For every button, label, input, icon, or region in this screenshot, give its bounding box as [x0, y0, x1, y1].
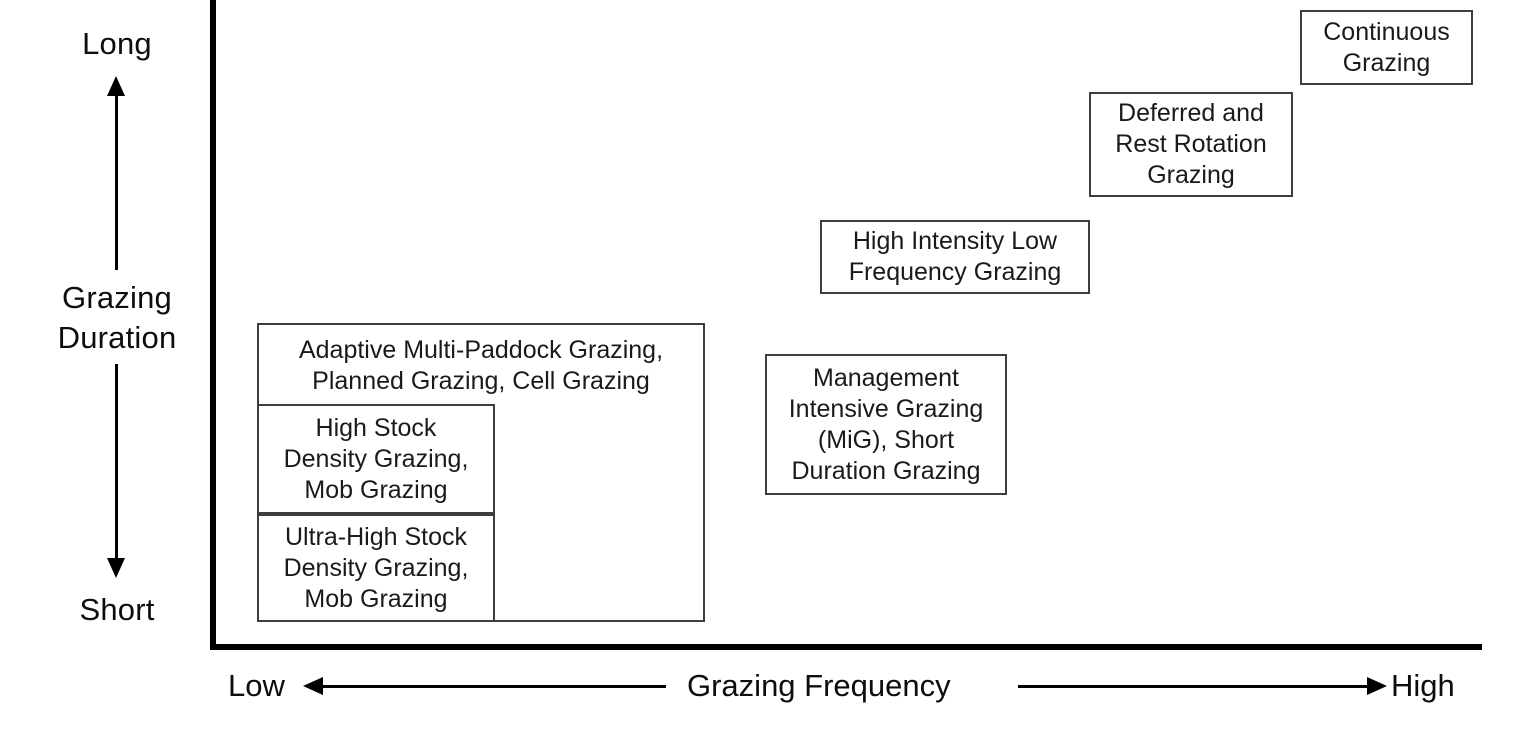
x-axis-title: Grazing Frequency [687, 668, 951, 703]
category-box-management-intensive-grazing: Management Intensive Grazing (MiG), Shor… [765, 354, 1007, 495]
category-box-continuous-grazing: Continuous Grazing [1300, 10, 1473, 85]
x-axis-left-label: Low [228, 668, 285, 703]
x-axis-right-label: High [1391, 668, 1455, 703]
x-axis-line [210, 644, 1482, 650]
category-box-ultra-high-stock-density-grazing: Ultra-High Stock Density Grazing, Mob Gr… [257, 514, 495, 622]
x-axis-left-arrow-head-icon [303, 677, 323, 695]
y-axis-down-arrow-head-icon [107, 558, 125, 578]
y-axis-up-arrow-head-icon [107, 76, 125, 96]
x-axis-left-arrow-shaft [320, 685, 666, 688]
y-axis-line [210, 0, 216, 650]
x-axis-right-arrow-head-icon [1367, 677, 1387, 695]
y-axis-top-label: Long [82, 26, 152, 61]
category-box-adaptive-multi-paddock-grazing: Adaptive Multi-Paddock Grazing, Planned … [257, 323, 705, 622]
y-axis-title: Grazing Duration [57, 280, 177, 355]
y-axis-bottom-label: Short [79, 592, 155, 627]
category-box-high-stock-density-grazing: High Stock Density Grazing, Mob Grazing [257, 404, 495, 514]
y-axis-up-arrow-shaft [115, 92, 118, 270]
y-axis-down-arrow-shaft [115, 364, 118, 560]
x-axis-right-arrow-shaft [1018, 685, 1368, 688]
category-box-high-intensity-low-frequency-grazing: High Intensity Low Frequency Grazing [820, 220, 1090, 294]
category-box-deferred-and-rest-rotation-grazing: Deferred and Rest Rotation Grazing [1089, 92, 1293, 197]
